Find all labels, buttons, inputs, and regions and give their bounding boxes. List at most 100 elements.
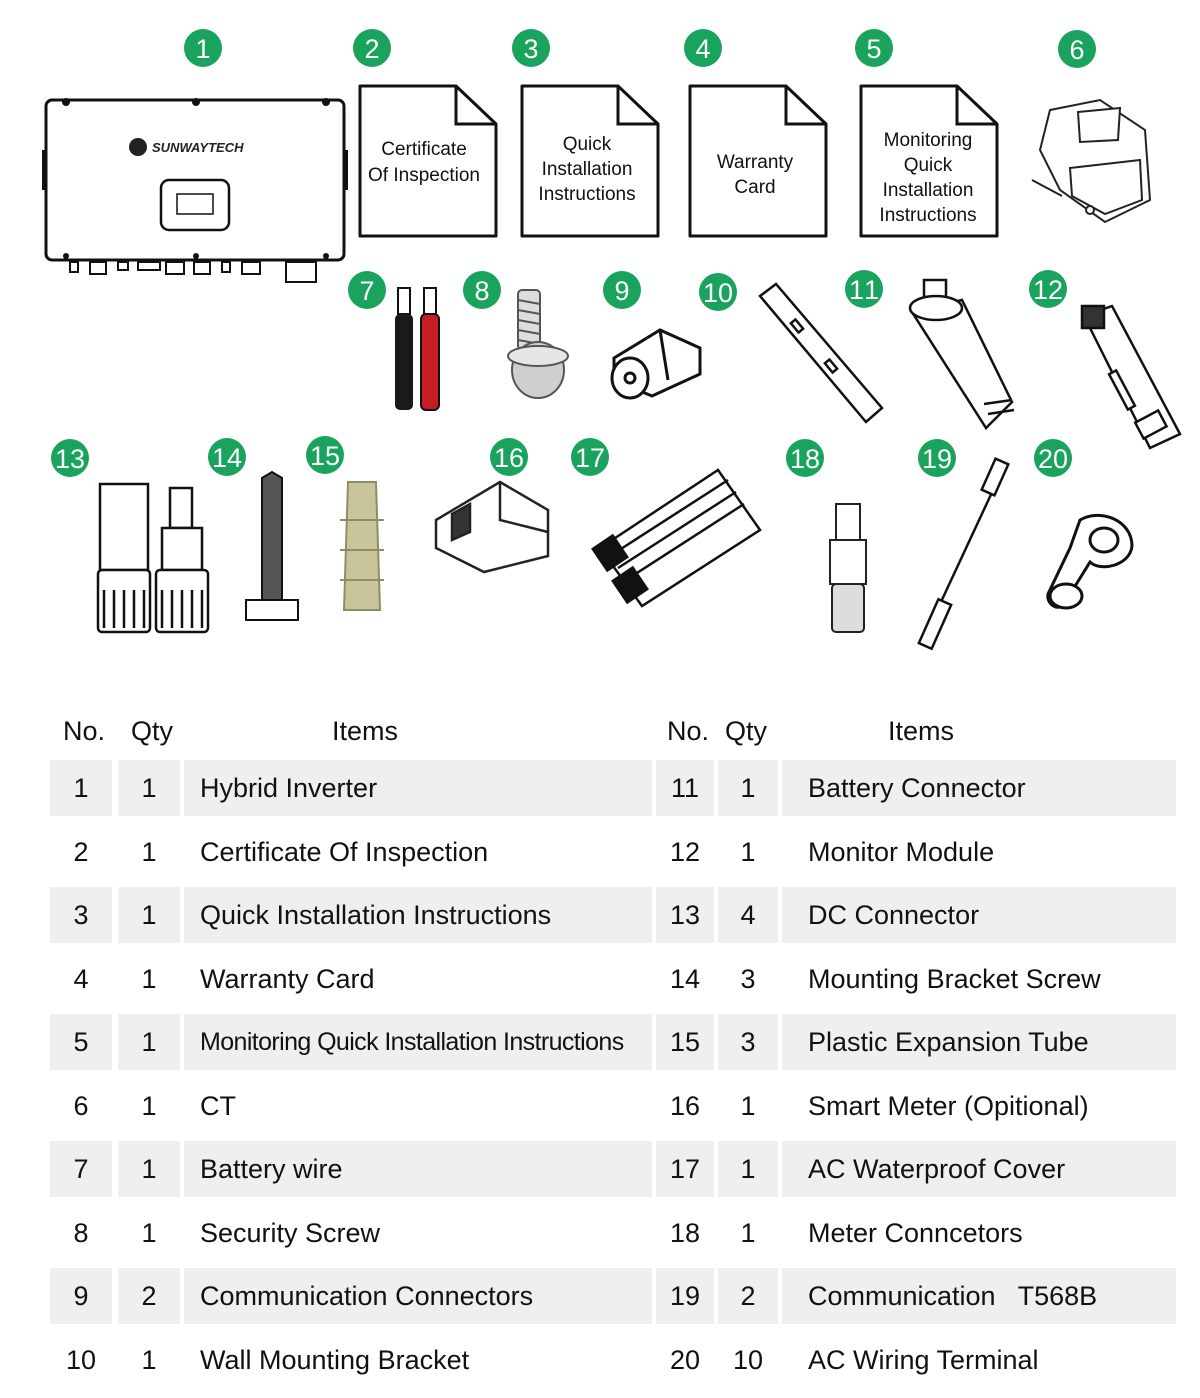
row-item: Monitoring Quick Installation Instructio… xyxy=(184,1014,652,1070)
meter-connector-drawing xyxy=(829,503,867,633)
communication-connector-drawing xyxy=(610,328,702,400)
row-number: 15 xyxy=(656,1014,714,1070)
row-number: 11 xyxy=(656,760,714,816)
row-qty: 1 xyxy=(718,760,778,816)
row-number: 19 xyxy=(656,1268,714,1324)
number-badge-label: 11 xyxy=(849,275,879,305)
row-number: 1 xyxy=(50,760,112,816)
number-badge xyxy=(51,439,89,477)
row-number: 4 xyxy=(73,963,89,994)
row-number: 8 xyxy=(73,1217,89,1248)
number-badge-label: 20 xyxy=(1038,444,1068,474)
number-badge-label: 8 xyxy=(474,276,489,306)
number-badge xyxy=(786,439,824,477)
dc-connector-drawing xyxy=(96,482,210,634)
row-item: Monitor Module xyxy=(808,836,995,867)
row-qty: 1 xyxy=(141,1090,157,1121)
row-qty: 2 xyxy=(718,1268,778,1324)
row-item: CT xyxy=(200,1090,236,1121)
row-number: 20 xyxy=(669,1344,701,1375)
row-number: 9 xyxy=(50,1268,112,1324)
row-item: DC Connector xyxy=(782,887,1176,943)
row-item: Certificate Of Inspection xyxy=(200,836,489,867)
battery-wire-drawing xyxy=(395,287,440,411)
doc-line: Warranty xyxy=(717,152,794,173)
number-badge-label: 2 xyxy=(364,34,379,64)
doc-line: Certificate xyxy=(381,139,467,160)
doc-line: Installation xyxy=(883,180,974,201)
row-number: 5 xyxy=(50,1014,112,1070)
ac-terminal-drawing xyxy=(1046,513,1134,610)
row-qty: 1 xyxy=(718,1141,778,1197)
number-badge-label: 16 xyxy=(494,443,524,473)
doc-line: Monitoring xyxy=(884,130,973,151)
inverter-brand: SUNWAYTECH xyxy=(152,140,244,155)
number-badge-label: 19 xyxy=(922,444,952,474)
row-item: Plastic Expansion Tube xyxy=(782,1014,1176,1070)
row-item: Warranty Card xyxy=(200,963,375,994)
number-badge xyxy=(1034,439,1072,477)
row-item: Quick Installation Instructions xyxy=(184,887,652,943)
mounting-screw-drawing xyxy=(245,470,299,621)
row-number: 12 xyxy=(669,836,701,867)
row-qty: 1 xyxy=(141,836,157,867)
row-item: Security Screw xyxy=(200,1217,381,1248)
monitor-module-drawing xyxy=(1080,304,1182,450)
number-badge xyxy=(490,438,528,476)
doc-line: Card xyxy=(734,177,775,198)
row-item: Mounting Bracket Screw xyxy=(808,963,1101,994)
row-qty: 3 xyxy=(718,1014,778,1070)
t568b-cable-drawing xyxy=(917,456,1010,651)
number-badge xyxy=(845,270,883,308)
header-qty-left: Qty xyxy=(131,716,174,746)
row-number: 10 xyxy=(65,1344,97,1375)
header-no-left: No. xyxy=(63,716,106,746)
number-badge xyxy=(603,271,641,309)
number-badge-label: 3 xyxy=(523,34,538,64)
row-item: Smart Meter (Opitional) xyxy=(808,1090,1089,1121)
number-badge xyxy=(1058,30,1096,68)
row-qty: 2 xyxy=(118,1268,180,1324)
battery-connector-drawing xyxy=(908,278,1015,430)
number-badge xyxy=(855,29,893,67)
row-number: 17 xyxy=(656,1141,714,1197)
expansion-tube-drawing xyxy=(340,481,384,611)
wall-bracket-drawing xyxy=(758,282,884,424)
number-badge-label: 12 xyxy=(1033,275,1063,305)
doc-line: Of Inspection xyxy=(368,165,480,186)
number-badge xyxy=(699,273,737,311)
doc-line: Quick xyxy=(563,134,612,155)
row-number: 3 xyxy=(50,887,112,943)
row-qty: 1 xyxy=(118,1014,180,1070)
row-qty: 3 xyxy=(740,963,756,994)
number-badge-label: 5 xyxy=(866,34,881,64)
row-number: 6 xyxy=(73,1090,89,1121)
document-warranty-card: Warranty Card xyxy=(688,84,828,238)
row-qty: 1 xyxy=(740,836,756,867)
accessories-illustration: SUNWAYTECH Certificate Of Inspection Qui… xyxy=(42,29,1182,651)
document-quick-installation: Quick Installation Instructions xyxy=(520,84,660,238)
row-qty: 1 xyxy=(740,1217,756,1248)
row-item: Communication Connectors xyxy=(184,1268,652,1324)
row-number: 13 xyxy=(656,887,714,943)
row-number: 18 xyxy=(669,1217,701,1248)
row-qty: 1 xyxy=(141,1344,157,1375)
number-badge xyxy=(571,438,609,476)
number-badge xyxy=(1029,270,1067,308)
row-number: 2 xyxy=(73,836,89,867)
number-badge-label: 4 xyxy=(695,34,710,64)
header-qty-right: Qty xyxy=(725,716,768,746)
doc-line: Quick xyxy=(904,155,953,176)
number-badge-label: 9 xyxy=(614,276,629,306)
number-badge xyxy=(512,29,550,67)
row-qty: 1 xyxy=(141,963,157,994)
